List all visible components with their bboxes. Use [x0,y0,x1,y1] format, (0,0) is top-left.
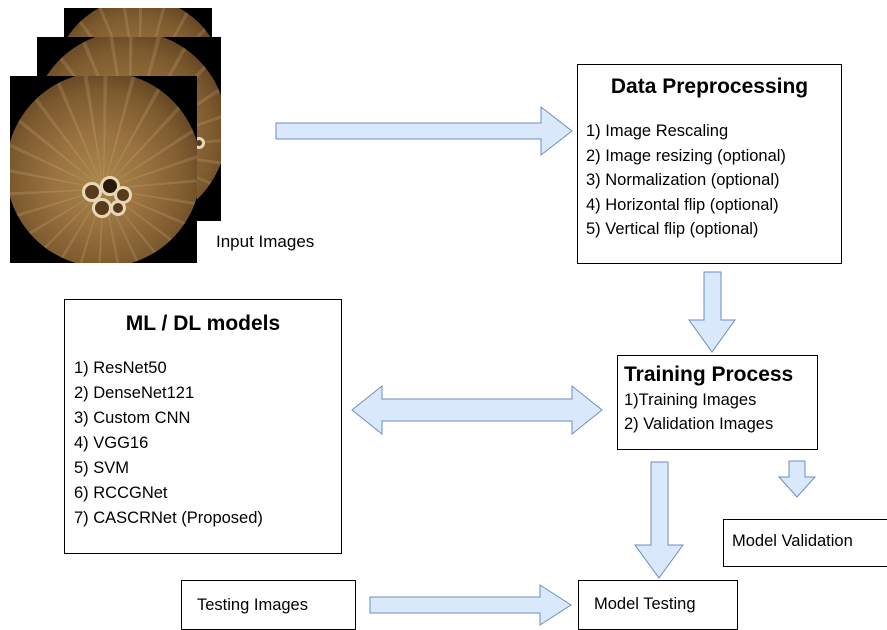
model-item: 2) DenseNet121 [74,384,195,402]
training-item: 1)Training Images [624,391,757,409]
arrow-training-to-validation [777,460,817,498]
preprocessing-step: 5) Vertical flip (optional) [586,220,759,238]
model-testing-label: Model Testing [594,595,696,613]
input-image-front [10,76,197,263]
arrow-testing-images-to-model-testing [369,584,572,626]
models-title: ML / DL models [125,312,281,335]
models-box: ML / DL models 1) ResNet50 2) DenseNet12… [64,299,342,554]
preprocessing-step: 3) Normalization (optional) [586,171,780,189]
training-item: 2) Validation Images [624,415,774,433]
arrow-training-to-testing [634,461,684,579]
model-item: 5) SVM [74,459,130,477]
model-item: 1) ResNet50 [74,359,167,377]
training-title: Training Process [624,363,794,386]
arrow-models-training-bidirectional [351,384,603,436]
preprocessing-step: 2) Image resizing (optional) [586,146,786,165]
model-item: 4) VGG16 [74,434,149,452]
arrow-preprocessing-to-training [688,271,736,353]
preprocessing-step: 4) Horizontal flip (optional) [586,195,779,214]
input-images-label: Input Images [216,232,314,252]
model-testing-box: Model Testing [578,580,738,630]
preprocessing-steps: 1) Image Rescaling 2) Image resizing (op… [586,119,841,242]
model-validation-label: Model Validation [732,532,853,550]
model-item: 7) CASCRNet (Proposed) [74,509,263,527]
preprocessing-step: 1) Image Rescaling [586,122,729,140]
testing-images-label: Testing Images [197,596,308,614]
testing-images-box: Testing Images [181,580,356,630]
training-box: Training Process 1)Training Images 2) Va… [617,355,818,450]
input-images-text: Input Images [216,232,315,251]
arrow-input-to-preprocessing [275,105,573,157]
training-list: 1)Training Images 2) Validation Images [624,388,817,436]
preprocessing-title: Data Preprocessing [610,75,809,98]
model-validation-box: Model Validation [723,519,887,567]
models-list: 1) ResNet50 2) DenseNet121 3) Custom CNN… [74,356,341,531]
preprocessing-box: Data Preprocessing 1) Image Rescaling 2)… [577,64,842,264]
model-item: 3) Custom CNN [74,409,191,427]
model-item: 6) RCCGNet [74,484,168,502]
